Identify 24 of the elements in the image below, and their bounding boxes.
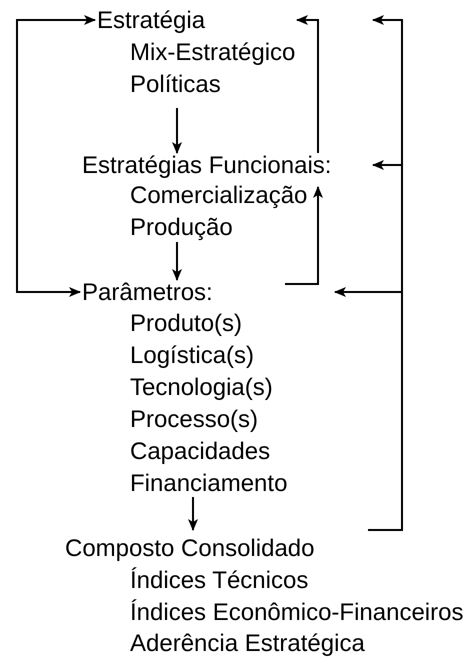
arrow: [334, 287, 403, 531]
arrow: [285, 186, 323, 285]
list-item: Mix-Estratégico: [130, 40, 296, 66]
list-item: Produto(s): [130, 311, 244, 337]
arrow: [188, 497, 198, 531]
list-item: Processo(s): [130, 407, 260, 433]
list-item: Tecnologia(s): [130, 375, 274, 401]
list-item: Logística(s): [130, 343, 256, 369]
heading-text: Parâmetros:: [82, 280, 214, 306]
arrow: [172, 242, 182, 281]
list-item: Capacidades: [130, 439, 272, 465]
list-item: Índices Técnicos: [130, 568, 310, 594]
list-item: Produção: [130, 215, 234, 241]
arrow: [16, 15, 96, 297]
list-item: Aderência Estratégica: [130, 631, 366, 657]
arrow: [296, 15, 319, 153]
list-item: Financiamento: [130, 471, 288, 497]
heading-text: Estratégias Funcionais:: [82, 153, 332, 179]
arrow: [172, 108, 182, 154]
heading-text: Estratégia: [97, 8, 206, 34]
list-item: Comercialização: [130, 183, 308, 209]
list-item: Índices Econômico-Financeiros: [130, 600, 463, 626]
heading-text: Composto Consolidado: [65, 536, 316, 562]
list-item: Políticas: [130, 72, 222, 98]
